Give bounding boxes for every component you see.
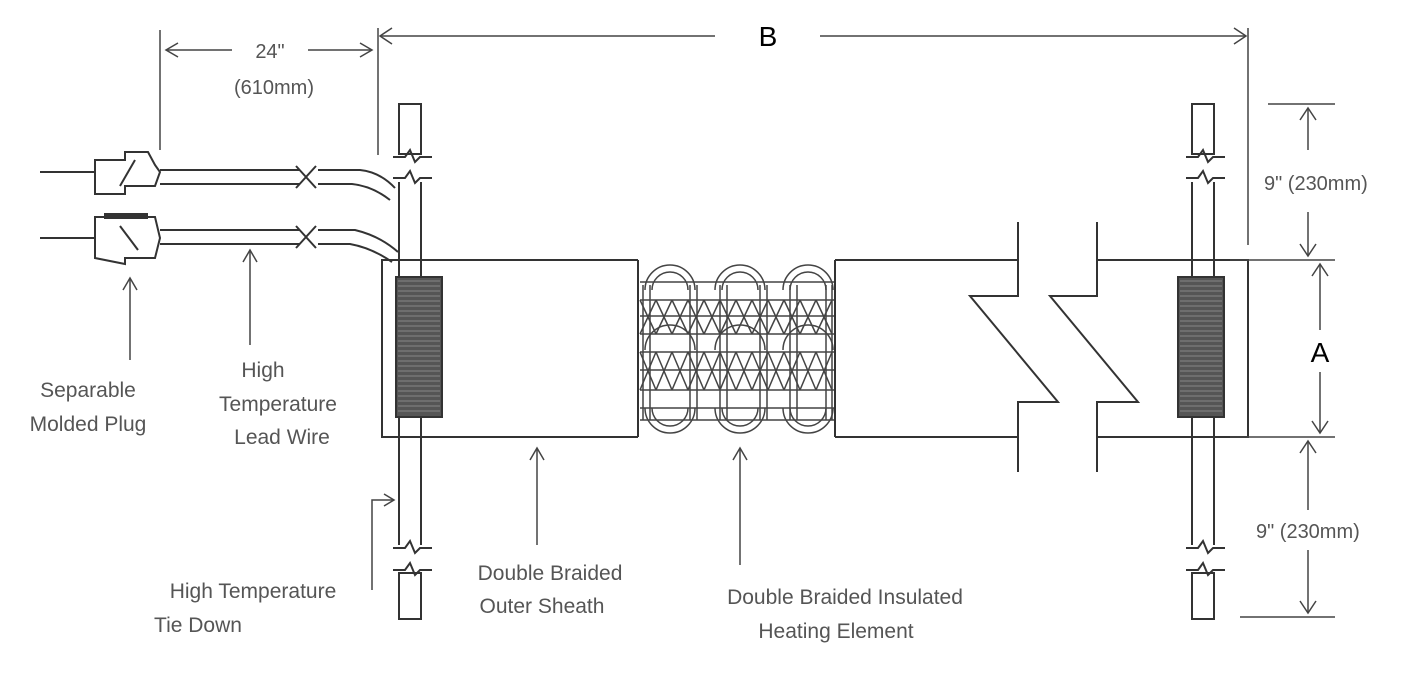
bottom-extension-label: 9" (230mm)	[1256, 521, 1360, 543]
sheath-label-line1: Double Braided	[478, 562, 623, 585]
element-label-line1: Double Braided Insulated	[727, 586, 963, 609]
dimension-lead-length: 24" (610mm)	[159, 30, 374, 150]
tie-label-line2: Tie Down	[154, 614, 242, 637]
sheath-label-line2: Outer Sheath	[480, 595, 605, 618]
lead-label-line2: Temperature	[219, 393, 337, 416]
dim-b-label: B	[759, 21, 778, 52]
plugs-and-leads	[40, 151, 399, 266]
outer-sheath	[381, 222, 1249, 472]
tie-label-line1: High Temperature	[170, 580, 337, 603]
callout-arrows	[122, 248, 748, 590]
top-extension-label: 9" (230mm)	[1264, 173, 1368, 195]
lead-label-line3: Lead Wire	[234, 426, 330, 449]
lead-length-mm: (610mm)	[234, 77, 314, 99]
lead-label-line1: High	[241, 359, 284, 382]
element-label-line2: Heating Element	[758, 620, 913, 643]
plug-label-line1: Separable	[40, 379, 136, 402]
dim-a-label: A	[1311, 337, 1330, 368]
dimension-a: 9" (230mm) A 9" (230mm)	[1230, 103, 1368, 618]
lead-length-inch: 24"	[255, 41, 284, 63]
dimension-b: B	[377, 21, 1249, 245]
callout-labels: Separable Molded Plug High Temperature L…	[30, 359, 963, 643]
heating-element	[639, 264, 834, 434]
tie-down-wraps	[395, 276, 1225, 418]
plug-label-line2: Molded Plug	[30, 413, 147, 436]
